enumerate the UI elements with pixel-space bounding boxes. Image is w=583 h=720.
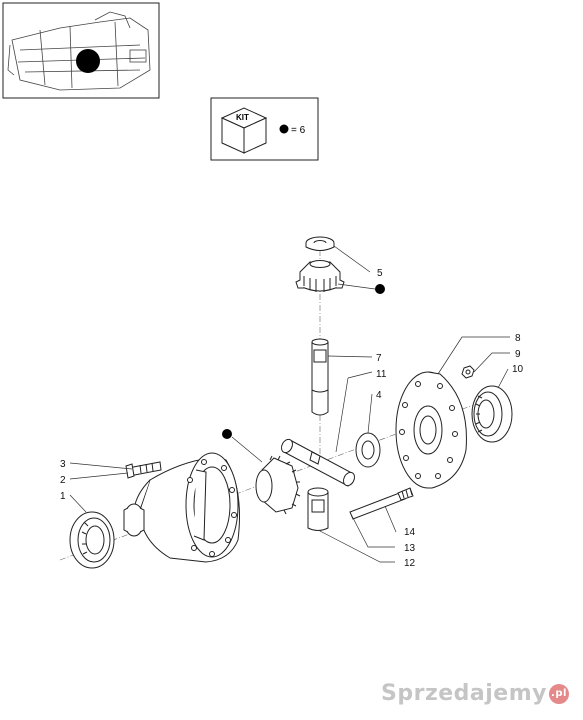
kit-cube-icon — [220, 107, 268, 154]
side-gear — [255, 455, 301, 515]
leader-lines — [69, 245, 510, 563]
left-bearing — [69, 511, 115, 569]
callout-2: 2 — [60, 475, 66, 486]
callout-13: 13 — [404, 543, 416, 554]
differential-housing — [123, 452, 240, 563]
callout-1: 1 — [60, 491, 66, 502]
watermark-text: Sprzedajemy — [381, 681, 547, 706]
callout-8: 8 — [515, 333, 521, 344]
cross-shaft — [280, 438, 356, 487]
kit-dot-icon — [279, 124, 289, 134]
kit-legend: KIT = 6 — [210, 97, 319, 161]
overview-thumbnail — [2, 2, 160, 99]
callout-12: 12 — [404, 558, 416, 569]
vertical-pin — [311, 338, 329, 416]
kit-marker-dot-icon — [375, 284, 385, 294]
callout-7: 7 — [376, 353, 382, 364]
callout-4: 4 — [376, 390, 382, 401]
top-washer — [305, 236, 335, 251]
right-flange-housing — [395, 371, 467, 489]
watermark: Sprzedajemy.pl — [381, 681, 569, 706]
callout-3: 3 — [60, 459, 66, 470]
top-pinion-gear — [295, 260, 345, 292]
short-pin — [307, 487, 329, 531]
watermark-badge: .pl — [549, 684, 569, 704]
right-bearing — [471, 385, 513, 443]
callout-11: 11 — [376, 369, 387, 380]
kit-marker-dot-icon — [222, 429, 232, 439]
flat-washer — [355, 432, 381, 468]
threaded-rod — [349, 487, 414, 520]
callout-14: 14 — [404, 527, 416, 538]
bolt — [125, 461, 162, 479]
callout-labels: 5 7 11 4 8 9 10 3 2 1 14 13 12 — [60, 268, 524, 569]
highlight-dot-icon — [76, 49, 100, 73]
small-nut — [461, 365, 475, 379]
kit-equals: = 6 — [291, 125, 306, 136]
callout-5: 5 — [377, 268, 383, 279]
callout-9: 9 — [515, 349, 521, 360]
callout-10: 10 — [512, 364, 524, 375]
kit-label: KIT — [236, 113, 249, 122]
